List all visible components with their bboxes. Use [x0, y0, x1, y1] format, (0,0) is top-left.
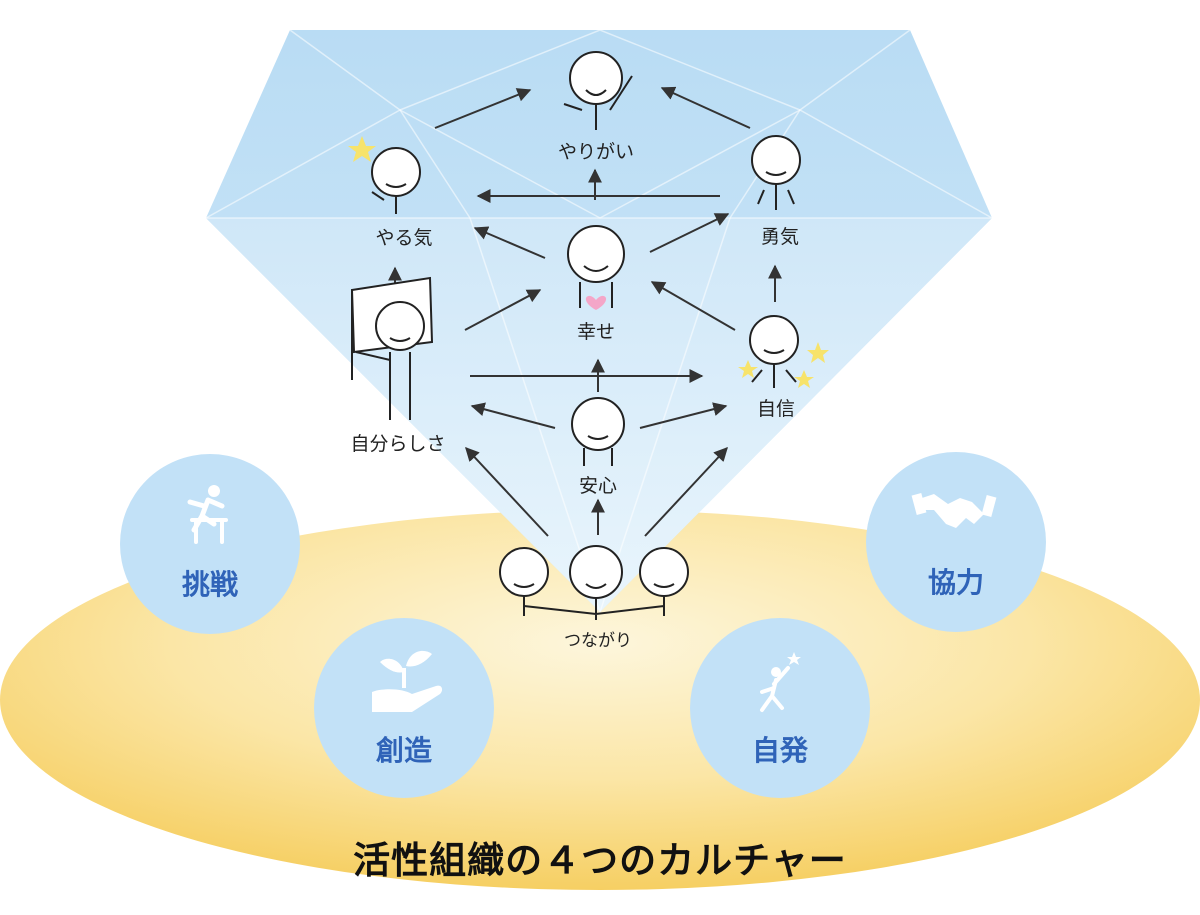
node-yarigai: やりがい [558, 141, 634, 163]
node-jibunrashisa: 自分らしさ [350, 433, 445, 455]
figure-jishin [738, 315, 829, 388]
culture-cooperation-label: 協力 [928, 566, 984, 599]
culture-challenge-label: 挑戦 [182, 568, 238, 601]
culture-initiative: 自発 [690, 618, 870, 798]
culture-challenge: 挑戦 [120, 454, 300, 634]
figure-yuuki [751, 135, 801, 210]
node-jishin: 自信 [757, 398, 795, 420]
culture-creation-label: 創造 [376, 734, 432, 767]
figure-yarigai [563, 51, 633, 130]
figure-shiawase [567, 225, 625, 310]
arrows [388, 86, 782, 537]
handshake-icon [911, 493, 997, 528]
person-reaching-star-icon [760, 652, 801, 712]
node-yuuki: 勇気 [761, 226, 799, 248]
culture-cooperation: 協力 [866, 452, 1046, 632]
page-title: 活性組織の４つのカルチャー [353, 839, 847, 882]
stick-figures [348, 51, 829, 620]
node-anshin: 安心 [579, 475, 617, 497]
sprout-in-hand-icon [372, 650, 443, 712]
node-yaruki: やる気 [375, 227, 432, 249]
figure-anshin [571, 397, 625, 466]
figure-jibunrashisa [350, 276, 434, 420]
figure-tsunagari [499, 545, 689, 620]
node-shiawase: 幸せ [577, 321, 615, 343]
hurdle-runner-icon [187, 485, 228, 544]
culture-creation: 創造 [314, 618, 494, 798]
node-tsunagari: つながり [564, 631, 632, 651]
culture-initiative-label: 自発 [752, 734, 809, 767]
node-labels: やりがい やる気 勇気 幸せ 自分らしさ 自信 安心 つながり [350, 141, 799, 651]
figure-yaruki [348, 136, 421, 214]
